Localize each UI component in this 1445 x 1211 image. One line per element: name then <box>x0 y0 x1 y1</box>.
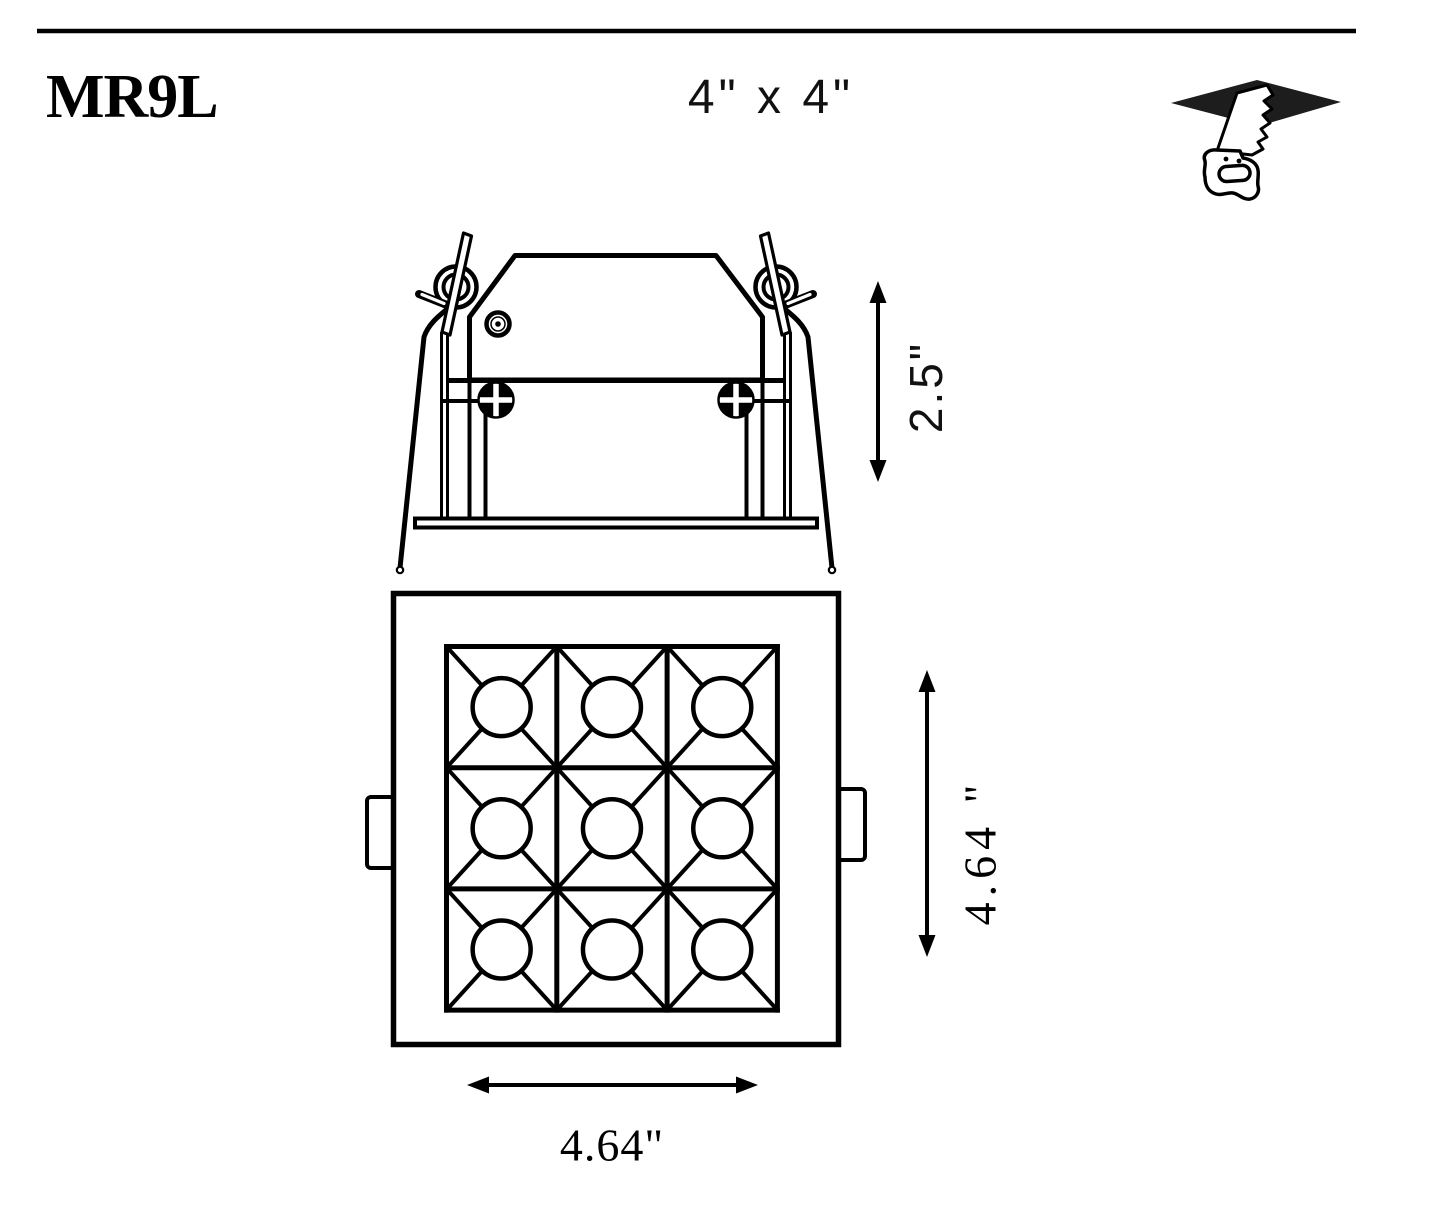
front-view-drawing <box>365 590 867 1048</box>
led-lens-circle <box>580 918 644 981</box>
arrowhead-left <box>467 1076 489 1094</box>
side-height-dimension-label: 2.5" <box>900 340 952 434</box>
saw-cutting-ceiling-icon <box>1171 80 1341 201</box>
phillips-screw-right <box>717 381 755 419</box>
led-cell-grid <box>444 644 780 1013</box>
arrowhead-right <box>736 1076 758 1094</box>
trim-flange <box>413 516 819 530</box>
front-width-dimension-label: 4.64" <box>559 1119 665 1171</box>
led-lens-circle <box>580 797 644 860</box>
spring-arm-left-inner <box>420 292 446 306</box>
arrowhead-up <box>918 670 936 692</box>
model-number-title: MR9L <box>46 63 219 131</box>
saw-handle-grip-hole <box>1217 163 1252 184</box>
dimension-arrow-front-width <box>467 1076 758 1094</box>
dimension-arrow-side-height <box>869 281 887 482</box>
side-view-drawing <box>395 231 837 575</box>
dimension-arrow-front-height <box>918 670 936 957</box>
led-lens-circle <box>691 797 754 860</box>
saw-blade-shape <box>1215 83 1275 157</box>
handle-rivet-dot <box>1236 158 1242 164</box>
spring-arm-right-inner <box>786 292 812 306</box>
led-lens-circle <box>580 675 644 739</box>
led-lens-circle <box>470 797 533 860</box>
handle-rivet-dot <box>1223 156 1229 162</box>
led-lens-circle <box>470 918 533 981</box>
led-lens-circle <box>470 675 533 739</box>
phillips-screw-left <box>477 381 515 419</box>
led-lens-circle <box>691 675 754 739</box>
led-lens-circle <box>691 918 754 981</box>
set-screw <box>484 310 512 338</box>
cutout-size-label: 4" x 4" <box>687 71 855 124</box>
arrowhead-down <box>918 935 936 957</box>
clip-rod-left <box>440 231 474 337</box>
spring-wire-left-tip <box>395 565 405 575</box>
clip-rod-right <box>758 231 792 337</box>
arrowhead-up <box>869 281 887 303</box>
driver-housing <box>467 253 765 383</box>
spring-wire-right-tip <box>827 565 837 575</box>
arrowhead-down <box>869 460 887 482</box>
front-height-dimension-label: 4.64 " <box>954 778 1006 926</box>
